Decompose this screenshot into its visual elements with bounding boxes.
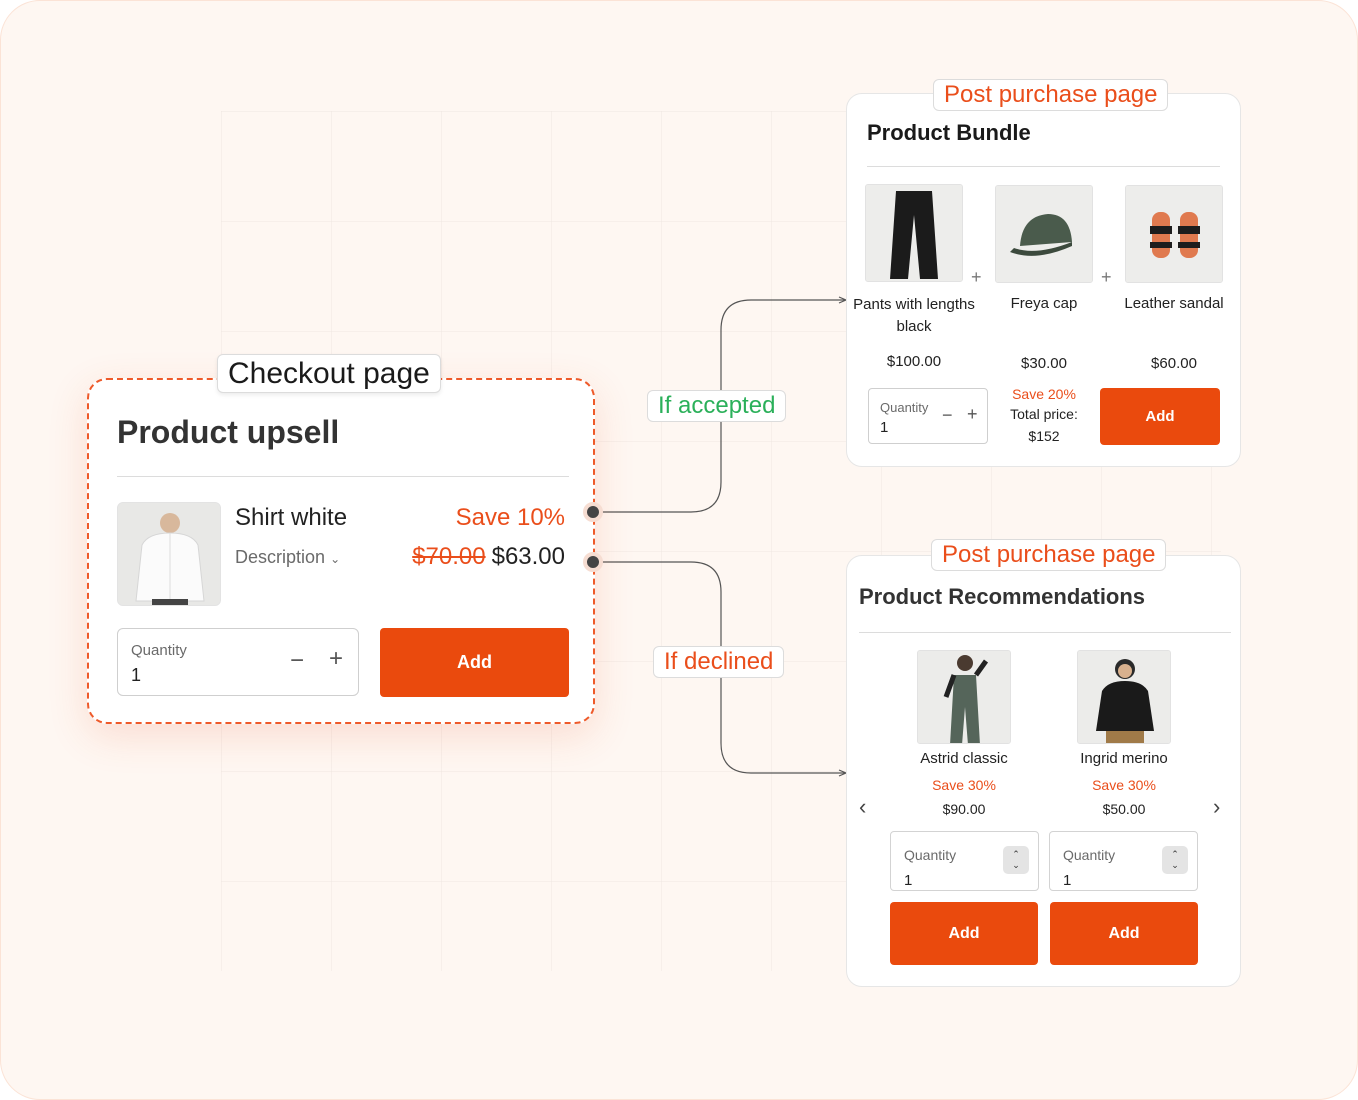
product-name: Shirt white: [235, 504, 348, 531]
checkout-page-tag: Checkout page: [217, 354, 441, 393]
plus-icon: +: [1101, 267, 1112, 287]
if-declined-label: If declined: [653, 646, 785, 679]
old-price: $70.00: [412, 543, 486, 570]
product-image-astrid: [917, 650, 1011, 744]
bundle-title: Product Bundle: [867, 120, 1031, 145]
chevron-right-icon[interactable]: ›: [1213, 794, 1221, 819]
bundle-save-badge: Save 20%: [1012, 386, 1076, 402]
divider: [859, 632, 1231, 633]
add-button[interactable]: Add: [380, 628, 569, 697]
chevron-down-icon: ⌄: [330, 552, 341, 566]
bundle-item-price: $60.00: [1151, 355, 1197, 372]
quantity-label: Quantity: [1063, 847, 1116, 863]
bundle-quantity-stepper[interactable]: Quantity 1 − +: [868, 388, 988, 444]
recommendation-name: Astrid classic: [920, 750, 1008, 767]
recommendations-title: Product Recommendations: [859, 584, 1146, 609]
product-image-ingrid: [1077, 650, 1171, 744]
product-image-sandal: [1125, 185, 1223, 283]
product-image-pants: [865, 184, 963, 282]
quantity-value[interactable]: 1: [131, 665, 142, 685]
plus-icon[interactable]: +: [329, 645, 344, 672]
recommendation-save: Save 30%: [932, 777, 996, 793]
description-label: Description: [235, 547, 326, 567]
price-block: $70.00$63.00: [412, 543, 565, 571]
declined-port[interactable]: [583, 552, 603, 572]
bundle-item-name: Pants with lengths black: [853, 296, 975, 335]
description-toggle[interactable]: Description ⌄: [235, 547, 340, 568]
bundle-item-price: $30.00: [1021, 355, 1067, 372]
recommendation-save: Save 30%: [1092, 777, 1156, 793]
product-recommendations-card: Product Recommendations Astrid classic I…: [846, 555, 1241, 987]
if-accepted-label: If accepted: [647, 390, 787, 423]
quantity-value[interactable]: 1: [1063, 872, 1072, 889]
quantity-stepper[interactable]: Quantity 1 − +: [117, 628, 359, 696]
recommendation-price: $50.00: [1102, 801, 1146, 817]
current-price: $63.00: [491, 543, 565, 570]
bundle-item-price: $100.00: [886, 353, 942, 370]
bundle-item-name: Leather sandal: [1124, 295, 1224, 312]
checkout-upsell-card: Product upsell Shirt white Description ⌄…: [87, 378, 595, 724]
recommendation-quantity-stepper[interactable]: Quantity 1 ⌃⌄: [1049, 831, 1198, 891]
recommendation-quantity-stepper[interactable]: Quantity 1 ⌃⌄: [890, 831, 1039, 891]
product-image-cap: [995, 185, 1093, 283]
save-badge: Save 10%: [455, 504, 565, 531]
bundle-item-name: Freya cap: [1010, 295, 1078, 312]
recommendation-name: Ingrid merino: [1080, 750, 1168, 767]
minus-icon[interactable]: −: [942, 405, 953, 425]
total-price-value: $152: [1028, 428, 1060, 444]
chevron-left-icon[interactable]: ‹: [859, 794, 867, 819]
quantity-label: Quantity: [904, 847, 957, 863]
quantity-value[interactable]: 1: [880, 419, 889, 436]
post-purchase-tag: Post purchase page: [933, 79, 1169, 112]
recommendation-add-button[interactable]: Add: [1050, 902, 1198, 965]
product-bundle-card: Product Bundle + +: [846, 93, 1241, 467]
bundle-add-button[interactable]: Add: [1100, 388, 1220, 445]
quantity-label: Quantity: [131, 642, 187, 659]
accepted-port[interactable]: [583, 502, 603, 522]
product-image-shirt: [117, 502, 221, 606]
post-purchase-tag: Post purchase page: [931, 539, 1167, 572]
recommendation-price: $90.00: [942, 801, 986, 817]
spinner-icon[interactable]: ⌃⌄: [1162, 846, 1188, 874]
total-price-label: Total price:: [1010, 406, 1078, 422]
plus-icon: +: [971, 267, 982, 287]
divider: [117, 476, 569, 477]
quantity-label: Quantity: [880, 400, 929, 415]
plus-icon[interactable]: +: [967, 404, 978, 424]
minus-icon[interactable]: −: [290, 647, 305, 674]
spinner-icon[interactable]: ⌃⌄: [1003, 846, 1029, 874]
recommendation-add-button[interactable]: Add: [890, 902, 1038, 965]
divider: [867, 166, 1220, 167]
quantity-value[interactable]: 1: [904, 872, 913, 889]
upsell-title: Product upsell: [117, 414, 340, 450]
